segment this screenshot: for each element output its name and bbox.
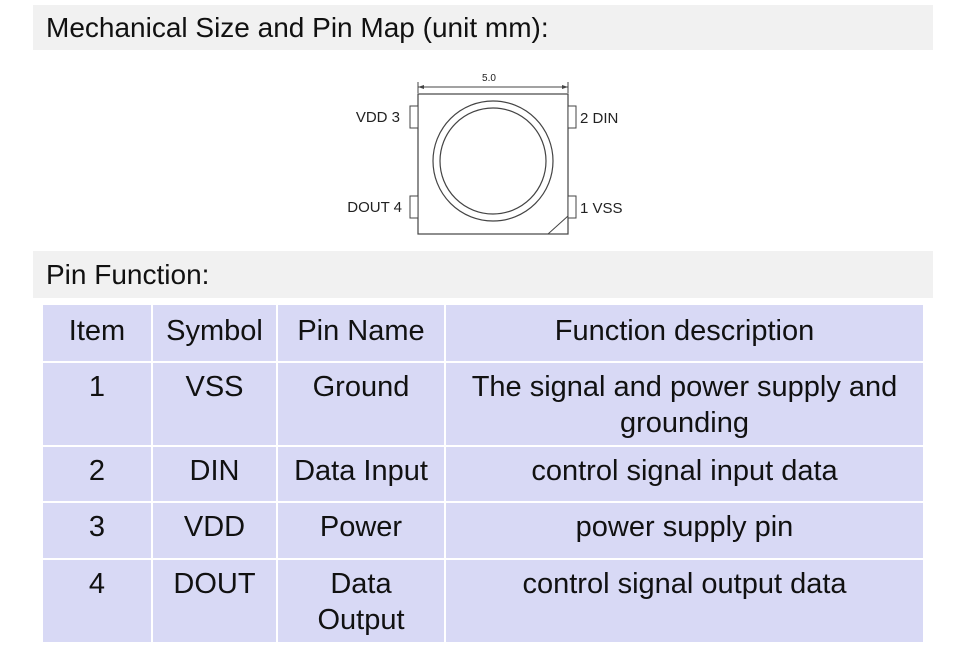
pin-function-table: Item Symbol Pin Name Function descriptio… <box>41 303 925 644</box>
cell-symbol: DIN <box>153 447 276 501</box>
dimension-arrow-right <box>562 85 568 89</box>
pin-label-vdd: VDD 3 <box>356 109 400 126</box>
cell-pin-name: Data Output <box>278 560 444 642</box>
cell-item: 4 <box>43 560 151 642</box>
header-item: Item <box>43 305 151 361</box>
cell-pin-name: Power <box>278 503 444 558</box>
cell-function: control signal output data <box>446 560 923 642</box>
cell-function: power supply pin <box>446 503 923 558</box>
pin-map-diagram: 5.0 VDD 3 DOUT 4 2 DIN 1 VSS <box>347 73 623 235</box>
led-outer-ring <box>432 100 554 222</box>
cell-item: 3 <box>43 503 151 558</box>
dimension-label: 5.0 <box>482 73 496 84</box>
pad-din <box>567 105 577 129</box>
pin-label-din: 2 DIN <box>580 110 618 127</box>
pad-vdd <box>409 105 419 129</box>
cell-symbol: VDD <box>153 503 276 558</box>
cell-symbol: VSS <box>153 363 276 445</box>
cell-pin-name: Data Input <box>278 447 444 501</box>
cell-item: 2 <box>43 447 151 501</box>
pin-label-dout: DOUT 4 <box>347 199 402 216</box>
table-row: 4 DOUT Data Output control signal output… <box>43 560 923 642</box>
header-function-description: Function description <box>446 305 923 361</box>
cell-pin-name: Ground <box>278 363 444 445</box>
header-symbol: Symbol <box>153 305 276 361</box>
pad-dout <box>409 195 419 219</box>
pin-function-section-title: Pin Function: <box>33 251 933 298</box>
mechanical-title-text: Mechanical Size and Pin Map (unit mm): <box>46 11 549 43</box>
table-row: 2 DIN Data Input control signal input da… <box>43 447 923 501</box>
table-header-row: Item Symbol Pin Name Function descriptio… <box>43 305 923 361</box>
dimension-arrow-left <box>418 85 424 89</box>
table-row: 3 VDD Power power supply pin <box>43 503 923 558</box>
pin-label-vss: 1 VSS <box>580 200 623 217</box>
package-body <box>417 93 569 235</box>
cell-symbol: DOUT <box>153 560 276 642</box>
header-pin-name: Pin Name <box>278 305 444 361</box>
pin-function-title-text: Pin Function: <box>46 258 210 290</box>
cell-item: 1 <box>43 363 151 445</box>
cell-function: control signal input data <box>446 447 923 501</box>
pad-vss <box>567 195 577 219</box>
mechanical-section-title: Mechanical Size and Pin Map (unit mm): <box>33 5 933 50</box>
cell-function: The signal and power supply and groundin… <box>446 363 923 445</box>
pin1-corner-mark <box>547 215 569 235</box>
led-inner-ring <box>439 107 547 215</box>
table-row: 1 VSS Ground The signal and power supply… <box>43 363 923 445</box>
